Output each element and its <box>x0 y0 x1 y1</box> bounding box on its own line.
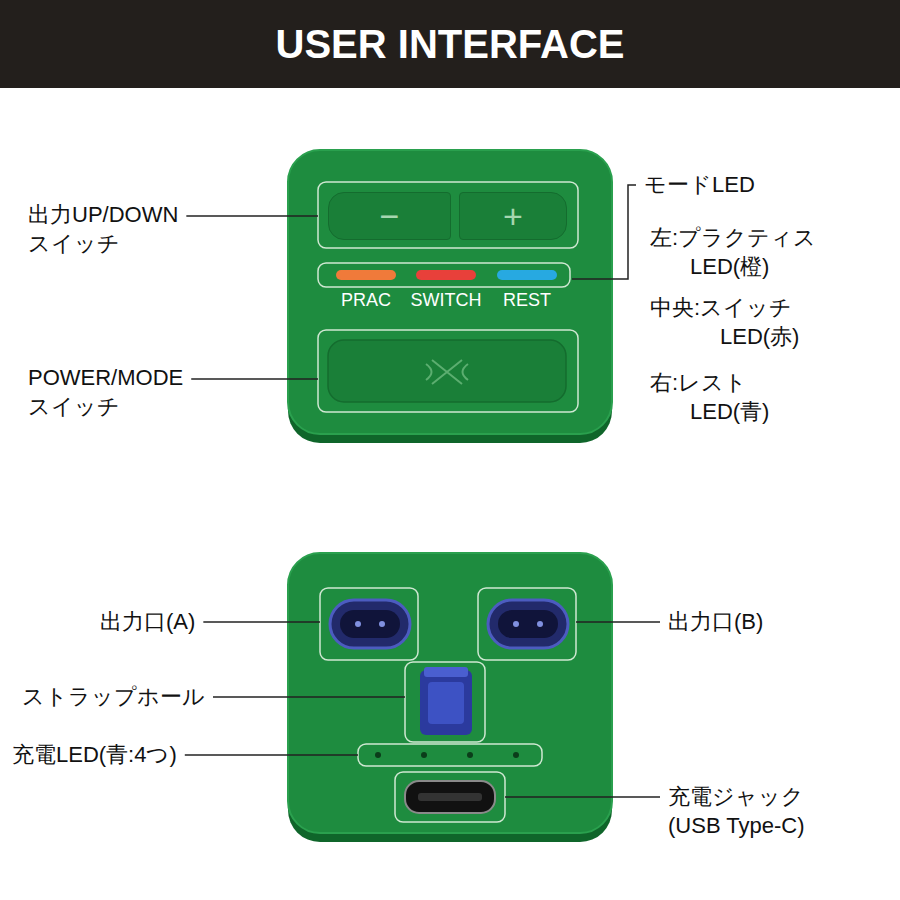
leader-bracket <box>572 185 636 279</box>
led-caption: REST <box>503 289 551 312</box>
callout-outline <box>318 263 570 287</box>
callout-outline <box>405 662 485 742</box>
callout-label: 左:プラクティス LED(橙) <box>650 224 860 281</box>
outlet-pin <box>513 621 519 627</box>
device-top-face <box>288 150 612 434</box>
outlet-a <box>330 600 410 648</box>
charge-led <box>375 752 381 758</box>
leader-line <box>191 378 318 380</box>
callout-label: 中央:スイッチ LED(赤) <box>650 294 870 351</box>
charge-led <box>467 752 473 758</box>
callout-label: 出力口(A) <box>100 608 195 637</box>
button-key: + <box>459 192 567 240</box>
outlet-pin <box>355 621 361 627</box>
device-bottom-face <box>288 553 612 833</box>
title: USER INTERFACE <box>0 0 900 88</box>
callout-outline <box>318 330 578 412</box>
callout-label: POWER/MODE スイッチ <box>28 364 203 421</box>
led-caption: SWITCH <box>411 289 482 312</box>
leader-line <box>186 215 318 217</box>
callout-outline <box>358 744 542 766</box>
charge-led <box>421 752 427 758</box>
outlet-b <box>488 600 568 648</box>
led-orange <box>336 270 396 280</box>
outlet-pin <box>379 621 385 627</box>
callout-label: 充電LED(青:4つ) <box>12 741 177 770</box>
strap-hole-face <box>428 682 464 724</box>
usb-c-port <box>405 781 495 813</box>
leader-line <box>505 796 660 798</box>
callout-label: モードLED <box>644 171 844 200</box>
callout-label: 出力UP/DOWN スイッチ <box>28 201 188 258</box>
leader-line <box>185 754 358 756</box>
leader-line <box>213 696 405 698</box>
charge-led <box>513 752 519 758</box>
callout-outline <box>320 588 418 660</box>
usb-c-tongue <box>418 793 482 801</box>
power-button <box>328 340 566 402</box>
strap-hole-top <box>424 667 468 677</box>
logo-mark <box>426 360 468 384</box>
led-blue <box>497 270 557 280</box>
callout-label: 充電ジャック (USB Type-C) <box>668 783 818 840</box>
callout-label: ストラップホール <box>22 683 205 712</box>
strap-hole <box>420 670 472 735</box>
button-key: − <box>328 192 451 240</box>
led-caption: PRAC <box>341 289 391 312</box>
button-symbol: + <box>503 199 523 233</box>
callout-label: 右:レスト LED(青) <box>650 369 810 426</box>
outlet-a-socket <box>340 610 400 638</box>
callout-label: 出力口(B) <box>668 608 763 637</box>
callout-outline <box>478 588 576 660</box>
callout-outline <box>318 182 578 248</box>
callout-outline <box>395 772 505 822</box>
leader-line <box>203 621 320 623</box>
button-symbol: − <box>380 199 400 233</box>
outlet-b-socket <box>498 610 558 638</box>
led-red <box>416 270 476 280</box>
outlet-pin <box>537 621 543 627</box>
leader-line <box>576 621 660 623</box>
title-band <box>0 0 900 88</box>
